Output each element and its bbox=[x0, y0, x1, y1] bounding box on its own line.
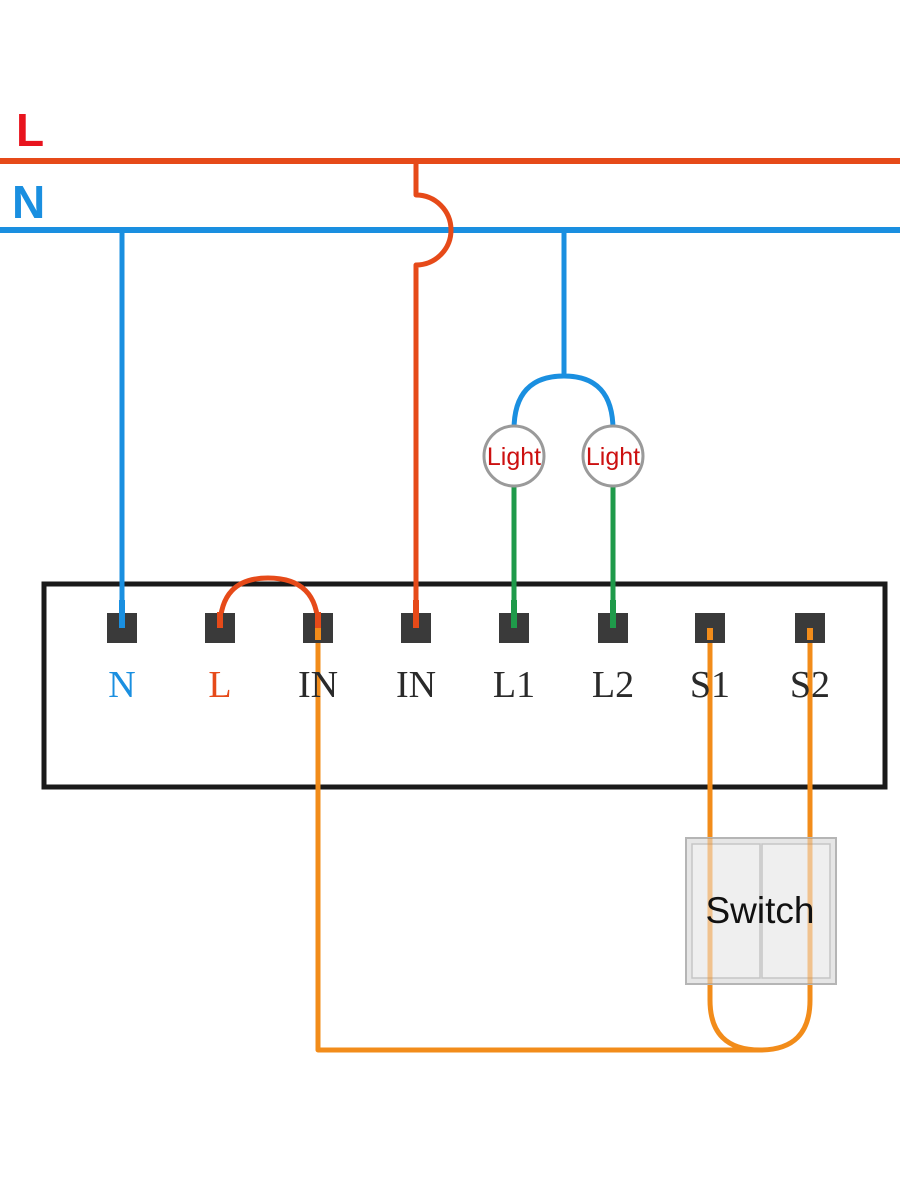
light-2-label: Light bbox=[586, 443, 640, 471]
switch-wire-ends bbox=[315, 628, 813, 640]
neutral-rail-label: N bbox=[12, 176, 45, 228]
jumper-wire-ends bbox=[217, 612, 321, 628]
light-1: Light bbox=[482, 424, 546, 488]
neutral-wire-to-lights bbox=[511, 227, 616, 433]
wall-switch: Switch bbox=[685, 837, 837, 985]
light-1-bulb bbox=[482, 424, 546, 488]
terminal-label-in-2: IN bbox=[396, 664, 436, 706]
light-1-label: Light bbox=[487, 443, 541, 471]
terminal-label-l1: L1 bbox=[493, 664, 535, 706]
terminal-label-s2: S2 bbox=[790, 664, 830, 706]
terminal-label-n: N bbox=[108, 664, 135, 706]
line-rail-label: L bbox=[16, 104, 44, 156]
module-box bbox=[41, 581, 888, 790]
terminal-label-l: L bbox=[208, 664, 231, 706]
switch-common-wire bbox=[315, 625, 763, 1053]
terminal-label-l2: L2 bbox=[592, 664, 634, 706]
terminal-label-s1: S1 bbox=[690, 664, 730, 706]
light-2-bulb bbox=[581, 424, 645, 488]
line-wire-to-in bbox=[413, 158, 454, 631]
switch-label: Switch bbox=[706, 890, 815, 931]
l-in-jumper-wire bbox=[217, 575, 321, 631]
light-2: Light bbox=[581, 424, 645, 488]
switch-rocker-right bbox=[761, 843, 831, 979]
switch-rocker-left bbox=[691, 843, 761, 979]
terminal-label-in-1: IN bbox=[298, 664, 338, 706]
switch-loop-wire bbox=[707, 625, 813, 1053]
